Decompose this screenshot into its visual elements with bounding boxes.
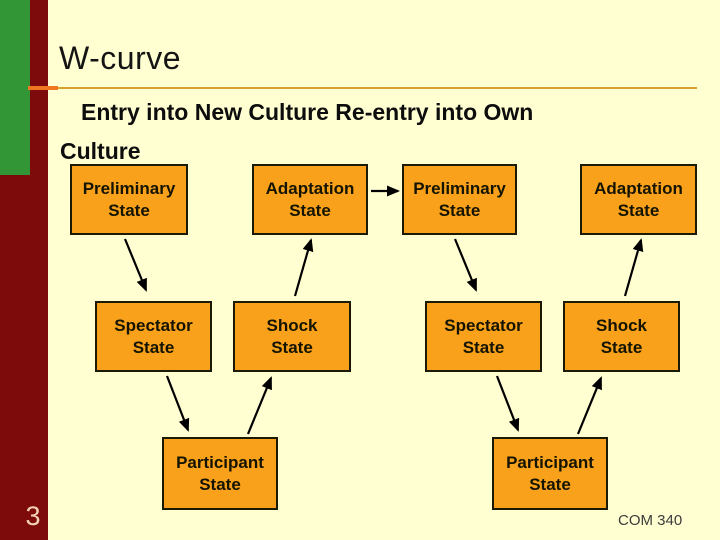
diagram-node-preliminary-2: Preliminary State (402, 164, 517, 235)
title-rule-accent (28, 86, 58, 90)
diagram-node-adaptation-2: Adaptation State (580, 164, 697, 235)
diagram-node-shock-1: Shock State (233, 301, 351, 372)
sidebar-green-bar (0, 0, 30, 175)
diagram-node-spectator-1: Spectator State (95, 301, 212, 372)
arrow-preliminary-1-to-spectator-1 (123, 238, 148, 292)
subtitle-line-1: Entry into New Culture Re-entry into Own (81, 99, 534, 125)
diagram-node-preliminary-1: Preliminary State (70, 164, 188, 235)
arrow-participant-1-to-shock-1 (246, 376, 273, 435)
arrow-shock-2-to-adaptation-2 (623, 238, 644, 297)
arrow-spectator-2-to-participant-2 (495, 375, 520, 432)
arrow-spectator-1-to-participant-1 (165, 375, 190, 432)
diagram-node-spectator-2: Spectator State (425, 301, 542, 372)
title-rule (56, 87, 697, 89)
diagram-node-shock-2: Shock State (563, 301, 680, 372)
arrow-preliminary-2-to-spectator-2 (453, 238, 478, 292)
diagram-node-participant-1: Participant State (162, 437, 278, 510)
diagram-node-participant-2: Participant State (492, 437, 608, 510)
footer-course-code: COM 340 (618, 512, 683, 529)
subtitle-line-2: Culture (60, 138, 141, 164)
slide-page-number: 3 (25, 501, 41, 531)
diagram-node-adaptation-1: Adaptation State (252, 164, 368, 235)
slide-subtitle: Entry into New Culture Re-entry into Own… (60, 93, 670, 171)
arrow-participant-2-to-shock-2 (576, 376, 603, 435)
slide-title: W-curve (59, 40, 182, 76)
arrow-shock-1-to-adaptation-1 (293, 238, 314, 297)
